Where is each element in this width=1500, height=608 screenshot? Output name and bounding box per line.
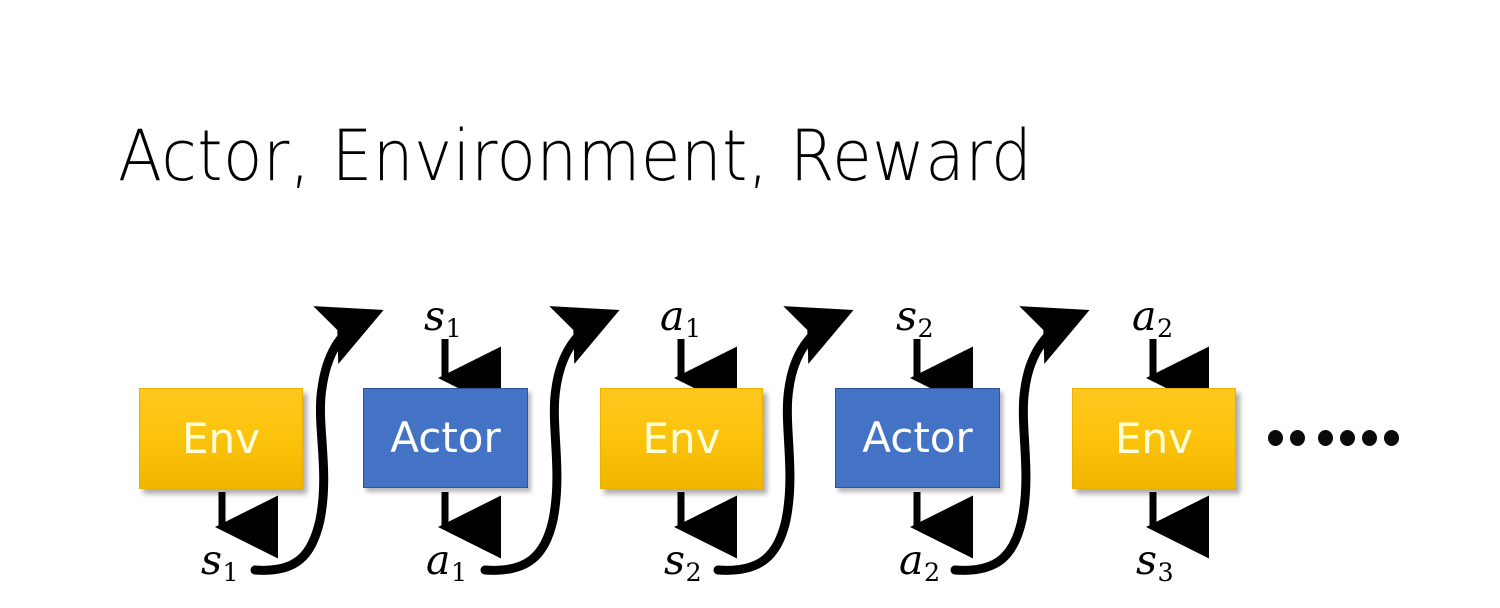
- label-base: a: [660, 292, 685, 340]
- label-subscript: 1: [222, 556, 239, 587]
- curve-a2-to-top-a2: [950, 306, 1090, 575]
- label-bottom-state-2: s2: [664, 540, 702, 585]
- label-bottom-action-1: a1: [426, 540, 467, 585]
- node-env-2[interactable]: Env: [600, 388, 763, 489]
- label-base: s: [896, 292, 918, 340]
- ellipsis-dot: [1384, 430, 1399, 446]
- curve-s1-to-top-s1: [250, 306, 384, 575]
- label-subscript: 2: [1156, 312, 1174, 343]
- ellipsis-dot: [1318, 430, 1333, 446]
- label-base: s: [424, 292, 446, 340]
- label-subscript: 2: [923, 556, 941, 587]
- node-actor-2-label: Actor: [862, 413, 973, 462]
- label-bottom-state-1: s1: [201, 540, 239, 585]
- node-actor-1[interactable]: Actor: [363, 388, 528, 488]
- label-subscript: 3: [1157, 556, 1174, 587]
- page-title: Actor, Environment, Reward: [118, 115, 1033, 197]
- node-env-3[interactable]: Env: [1072, 388, 1236, 489]
- label-base: s: [664, 536, 686, 584]
- ellipsis-dot: [1362, 430, 1377, 446]
- label-bottom-action-2: a2: [899, 540, 940, 585]
- label-bottom-state-3: s3: [1136, 540, 1174, 585]
- label-base: a: [1132, 292, 1157, 340]
- node-env-1-label: Env: [181, 413, 260, 463]
- ellipsis-dot: [1340, 430, 1355, 446]
- node-env-2-label: Env: [642, 413, 721, 463]
- ellipsis-dot: [1268, 430, 1283, 446]
- label-subscript: 1: [445, 312, 462, 343]
- node-env-3-label: Env: [1114, 413, 1193, 463]
- curve-s2-to-top-s2: [713, 306, 854, 575]
- label-subscript: 2: [685, 556, 702, 587]
- label-top-action-1: a1: [660, 296, 701, 341]
- node-actor-1-label: Actor: [390, 413, 501, 462]
- ellipsis-continuation: [1268, 430, 1399, 446]
- curve-a1-to-top-a1: [480, 306, 620, 575]
- node-actor-2[interactable]: Actor: [835, 388, 1000, 488]
- label-subscript: 2: [917, 312, 934, 343]
- label-base: a: [426, 536, 451, 584]
- label-base: s: [201, 536, 223, 584]
- label-subscript: 1: [450, 556, 468, 587]
- node-env-1[interactable]: Env: [139, 388, 303, 489]
- label-subscript: 1: [684, 312, 702, 343]
- label-top-state-2: s2: [896, 296, 934, 341]
- label-top-action-2: a2: [1132, 296, 1173, 341]
- ellipsis-dot: [1290, 430, 1305, 446]
- label-top-state-1: s1: [424, 296, 462, 341]
- label-base: s: [1136, 536, 1158, 584]
- label-base: a: [899, 536, 924, 584]
